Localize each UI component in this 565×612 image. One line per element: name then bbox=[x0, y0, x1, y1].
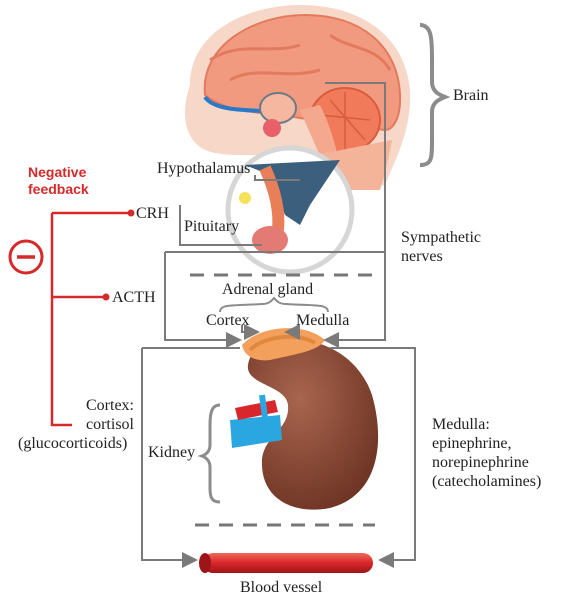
label-cortex: Cortex bbox=[206, 312, 250, 329]
kidney-bracket bbox=[197, 403, 221, 504]
negative-feedback-lines bbox=[50, 211, 130, 427]
brain-bracket bbox=[419, 23, 451, 167]
adrenal-bracket bbox=[219, 296, 329, 313]
kidney-illustration bbox=[230, 328, 379, 510]
label-kidney: Kidney bbox=[148, 444, 196, 461]
pathway-arrows bbox=[141, 82, 416, 568]
label-cortex-output-line3: (glucocorticoids) bbox=[18, 435, 128, 452]
label-pituitary: Pituitary bbox=[184, 218, 240, 235]
label-negative-feedback-line1: Negative bbox=[28, 164, 87, 180]
label-medulla: Medulla bbox=[296, 312, 350, 329]
label-blood-vessel: Blood vessel bbox=[240, 579, 323, 596]
label-cortex-output-line2: cortisol bbox=[86, 416, 134, 433]
label-medulla-output-line3: norepinephrine bbox=[432, 454, 529, 471]
minus-symbol bbox=[8, 239, 44, 275]
label-crh: CRH bbox=[136, 205, 169, 222]
label-sympathetic-line1: Sympathetic bbox=[401, 229, 481, 246]
label-medulla-output-line4: (catecholamines) bbox=[432, 473, 542, 490]
blood-vessel-illustration bbox=[199, 553, 373, 573]
label-negative-feedback-line2: feedback bbox=[28, 181, 89, 197]
label-sympathetic-line2: nerves bbox=[401, 248, 443, 265]
label-hypothalamus: Hypothalamus bbox=[157, 160, 251, 177]
label-adrenal-gland: Adrenal gland bbox=[222, 281, 314, 298]
label-brain: Brain bbox=[453, 87, 489, 104]
label-medulla-output-line1: Medulla: bbox=[432, 416, 490, 433]
label-medulla-output-line2: epinephrine, bbox=[432, 435, 512, 452]
label-cortex-output-line1: Cortex: bbox=[86, 397, 134, 414]
head-illustration bbox=[185, 5, 411, 190]
label-acth: ACTH bbox=[112, 289, 156, 306]
